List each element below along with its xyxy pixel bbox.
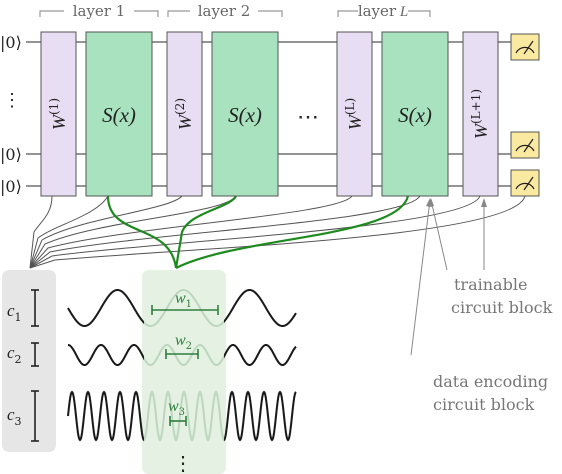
trainable-annotation-line2: circuit block: [451, 298, 553, 317]
measurement-3: [510, 169, 540, 197]
frequency-waves: [67, 289, 297, 442]
S-label-L: S(x): [398, 103, 432, 127]
WL1-label: W(L+1): [469, 89, 491, 139]
coef-c1: c1: [7, 301, 22, 324]
S-label-1: S(x): [102, 103, 136, 127]
meter-icon: [515, 182, 535, 190]
encoding-annotation-line1: data encoding: [433, 372, 548, 391]
qubit-ket-1: |0⟩: [0, 33, 22, 52]
layer-L-label: layer L: [358, 2, 408, 20]
freq-w2-label: w2: [175, 332, 192, 352]
encoding-block-S-L: [381, 31, 449, 197]
WL-label: W(L): [343, 98, 365, 130]
coef-bars: [31, 289, 39, 442]
encoding-annotation-line2: circuit block: [433, 395, 535, 414]
encoding-block-S-1: [85, 31, 153, 197]
meter-icon: [515, 144, 535, 152]
measurement-1: [510, 33, 540, 61]
coef-c2: c2: [7, 343, 22, 366]
trainable-block-W1: [40, 31, 77, 197]
freq-w2-bar: [165, 349, 199, 359]
trainable-connection-wires: [29, 195, 526, 269]
layer-brackets: [39, 10, 431, 17]
qubit-ket-2: |0⟩: [0, 145, 22, 164]
layer-1-label: layer 1: [73, 2, 126, 20]
layer-ellipsis: ⋯: [297, 105, 319, 130]
arrow-heads: [426, 198, 487, 207]
freq-w1-bar: [151, 305, 219, 315]
trainable-block-W2: [166, 31, 203, 197]
W2-label: W(2): [173, 98, 195, 130]
measurement-2: [510, 131, 540, 159]
trainable-annotation-line1: trainable: [454, 275, 527, 294]
encoding-block-S-2: [211, 31, 279, 197]
coefficient-panel: [2, 270, 56, 452]
encoding-connection-wires: [106, 195, 410, 269]
freq-w1-label: w1: [175, 290, 192, 310]
freq-w3-label: w3: [168, 398, 185, 418]
annotation-arrows: [410, 199, 485, 356]
meter-icon: [515, 46, 535, 54]
qubit-ket-3: |0⟩: [0, 177, 22, 196]
trainable-block-WL: [336, 31, 373, 197]
W1-label: W(1): [47, 98, 69, 130]
freq-w3-bar: [169, 416, 187, 426]
S-label-2: S(x): [228, 103, 262, 127]
coef-c3: c3: [7, 405, 22, 428]
qubit-vdots: ⋮: [3, 90, 21, 111]
trainable-block-WL1: [462, 31, 499, 197]
layer-2-label: layer 2: [198, 2, 251, 20]
frequency-vdots: ⋮: [173, 451, 193, 474]
